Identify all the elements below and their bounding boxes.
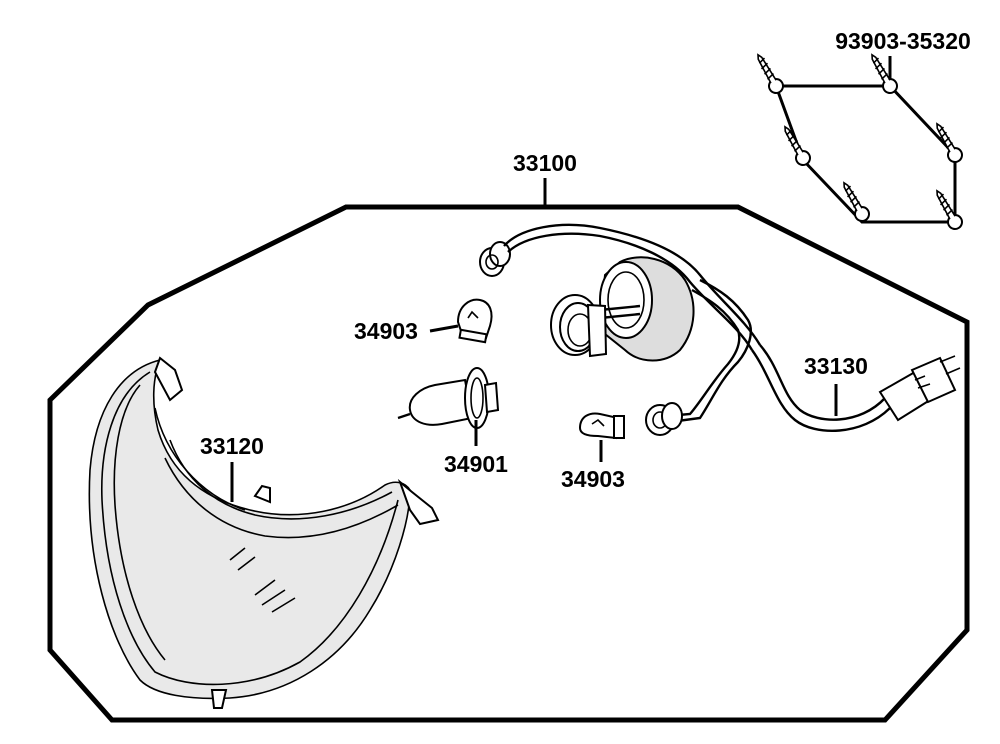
cable-b <box>507 232 754 351</box>
bulb-base <box>458 328 488 344</box>
label-33100[interactable]: 33100 <box>513 150 577 176</box>
lens-rim-2 <box>113 384 166 661</box>
small-bulb-lower-icon <box>578 412 625 440</box>
lens-outer <box>88 358 411 700</box>
lens-top-tab <box>153 356 184 402</box>
lens-inner-edge <box>154 407 246 511</box>
label-93903-35320[interactable]: 93903-35320 <box>835 28 971 54</box>
bulb-base-lower <box>613 415 625 439</box>
bulb-connector <box>483 381 500 414</box>
bulb-glass-lower <box>578 412 620 440</box>
lens-hatching <box>229 547 296 613</box>
screw-icon <box>936 189 963 230</box>
connector-icon <box>878 355 961 422</box>
screw-set <box>757 53 963 230</box>
bulb-tip <box>397 412 411 420</box>
lens-upper-clip <box>253 484 271 504</box>
label-34903-lower[interactable]: 34903 <box>561 466 625 492</box>
lens-rim-1 <box>100 371 399 686</box>
bulb-flange-inner <box>470 377 484 419</box>
screw-icon <box>843 181 870 222</box>
bulb-glass <box>456 298 493 340</box>
label-33130[interactable]: 33130 <box>804 353 868 379</box>
label-34901[interactable]: 34901 <box>444 451 508 477</box>
headlight-bulb-icon <box>397 367 500 429</box>
screw-icon <box>757 53 784 94</box>
assembly-frame <box>47 204 970 723</box>
bulb-filament <box>467 310 479 319</box>
main-cable-bottom <box>751 349 891 432</box>
lens-rim-4 <box>164 457 399 539</box>
upper-socket <box>479 241 511 277</box>
headlight-lens <box>88 356 440 709</box>
label-34903-upper[interactable]: 34903 <box>354 318 418 344</box>
large-socket <box>598 256 695 362</box>
label-33120[interactable]: 33120 <box>200 433 264 459</box>
connector-head <box>910 356 957 404</box>
socket-adapter <box>550 294 608 358</box>
lens-bottom-tab <box>210 689 228 709</box>
screw-icon <box>936 122 963 163</box>
leader-34903-upper <box>429 324 459 333</box>
wiring-harness <box>479 223 961 436</box>
cable-a <box>503 223 762 346</box>
small-bulb-upper-icon <box>456 298 493 344</box>
screw-icon <box>871 53 898 94</box>
main-cable-top <box>759 344 886 421</box>
screw-icon <box>784 125 811 166</box>
lower-socket <box>645 402 683 436</box>
bulb-capsule <box>408 378 474 426</box>
cable-d <box>667 288 741 418</box>
bulb-filament-lower <box>591 418 605 427</box>
lens-side-tab <box>397 478 440 526</box>
cable-c <box>669 278 752 424</box>
